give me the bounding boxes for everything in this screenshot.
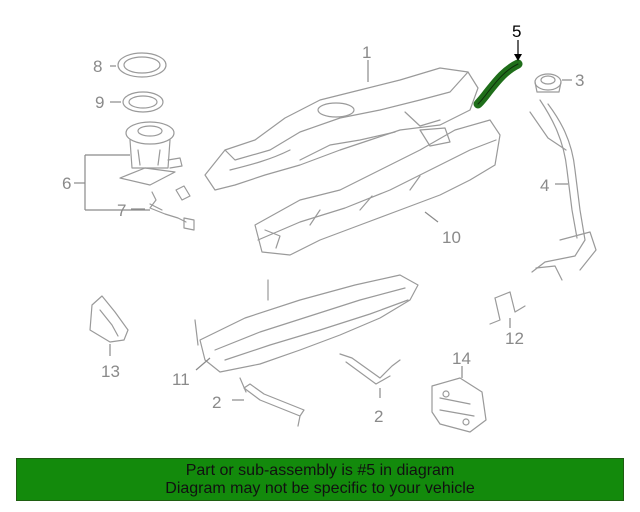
part-8-lock-ring (117, 52, 167, 78)
callout-14: 14 (452, 349, 471, 368)
banner-line-1: Part or sub-assembly is #5 in diagram (185, 461, 455, 479)
part-10-tank-shield (254, 119, 501, 256)
callout-12: 12 (505, 329, 524, 348)
part-5-filler-hose (473, 59, 523, 109)
part-12-bracket (489, 291, 526, 325)
part-4-filler-pipe (529, 99, 597, 281)
callout-10: 10 (442, 228, 461, 247)
callout-2a: 2 (212, 393, 221, 412)
callout-13: 13 (101, 362, 120, 381)
callout-9: 9 (95, 93, 104, 112)
callout-7: 7 (117, 201, 126, 220)
arrow-5-icon (514, 54, 522, 61)
part-2-strap-right (339, 353, 401, 385)
callout-3: 3 (575, 71, 584, 90)
callout-8: 8 (93, 57, 102, 76)
part-1-fuel-tank (204, 67, 479, 191)
callout-4: 4 (540, 176, 549, 195)
part-6-fuel-pump-module (119, 121, 183, 186)
leader-11 (195, 357, 211, 371)
parts-diagram: 8 9 6 7 1 5 (62, 22, 597, 433)
callout-2b: 2 (374, 407, 383, 426)
part-2-strap-left (239, 377, 305, 427)
callout-1: 1 (362, 43, 371, 62)
part-9-gasket (122, 91, 164, 113)
callout-5: 5 (512, 22, 521, 41)
part-7-wiring-harness (149, 185, 195, 231)
banner-line-2: Diagram may not be specific to your vehi… (165, 479, 475, 497)
part-11-skid-plate (194, 274, 419, 373)
info-banner: Part or sub-assembly is #5 in diagram Di… (16, 458, 624, 501)
callout-6: 6 (62, 174, 71, 193)
part-13-heat-shield (89, 295, 129, 343)
callout-11: 11 (172, 370, 190, 389)
leader-10 (424, 211, 439, 223)
part-3-filler-cap (534, 73, 562, 93)
part-14-vapor-canister (431, 377, 487, 433)
